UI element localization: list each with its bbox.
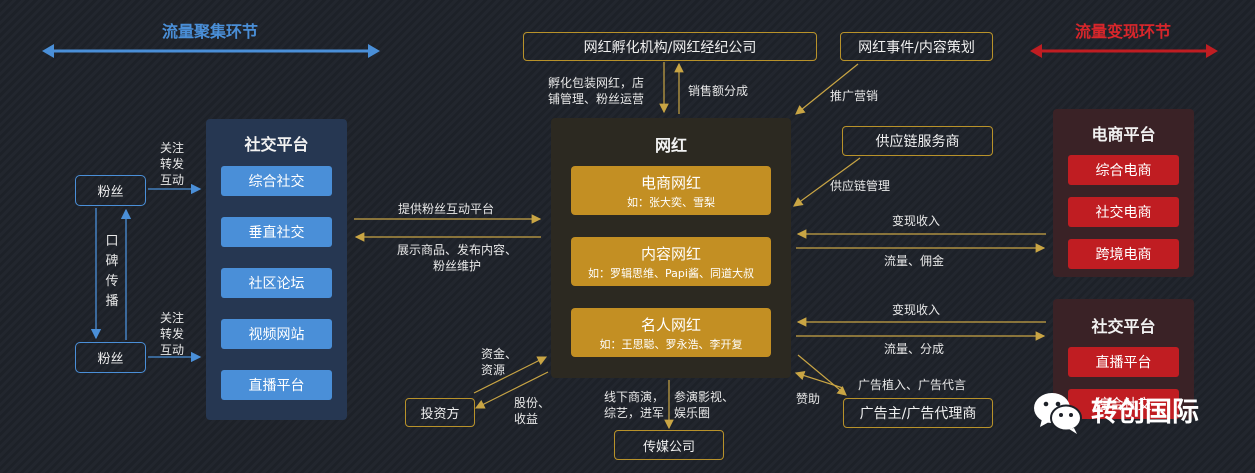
fans-box-bottom: 粉丝	[75, 342, 146, 373]
promotion-label: 推广营销	[830, 89, 879, 103]
ecommerce-income-label: 变现收入	[892, 214, 941, 228]
film-label: 参演影视、娱乐圈	[674, 390, 735, 420]
social-right-income-label: 变现收入	[892, 303, 941, 317]
supply-chain-label: 供应链管理	[830, 179, 891, 193]
wechat-icon	[1032, 388, 1084, 436]
advertiser-box: 广告主/广告代理商	[843, 398, 993, 428]
card-ecommerce-influencer[interactable]: 电商网红如：张大奕、雪梨	[571, 166, 771, 215]
card-content-influencer[interactable]: 内容网红如：罗辑思维、Papi酱、同道大叔	[571, 237, 771, 286]
sponsor-label: 赞助	[796, 392, 821, 406]
fans-action-top: 关注转发互动	[160, 141, 185, 187]
right-double-arrow	[1030, 44, 1218, 58]
brand-name: 转创国际	[1091, 397, 1199, 428]
social-platform-title: 社交平台	[244, 135, 309, 154]
media-company-box: 传媒公司	[614, 430, 724, 460]
fans-action-bottom: 关注转发互动	[160, 311, 185, 357]
social-right-item-live[interactable]: 直播平台	[1068, 347, 1179, 377]
card-celebrity-influencer[interactable]: 名人网红如：王思聪、罗永浩、李开复	[571, 308, 771, 357]
social-right-item-comprehensive[interactable]: 综合社交	[1068, 389, 1179, 419]
social-item-live[interactable]: 直播平台	[221, 370, 332, 400]
social-item-comprehensive[interactable]: 综合社交	[221, 166, 332, 196]
social-right-traffic-label: 流量、分成	[884, 342, 945, 356]
display-content-label: 展示商品、发布内容、粉丝维护	[396, 243, 517, 273]
header-traffic-aggregation: 流量聚集环节	[162, 22, 259, 41]
ecommerce-item-social[interactable]: 社交电商	[1068, 197, 1179, 227]
capital-label: 资金、资源	[481, 347, 518, 377]
social-item-video[interactable]: 视频网站	[221, 319, 332, 349]
influencer-title: 网红	[654, 136, 687, 155]
social-platform-right-title: 社交平台	[1091, 317, 1156, 336]
offline-label: 线下商演，综艺，进军	[604, 390, 665, 420]
ecommerce-item-comprehensive[interactable]: 综合电商	[1068, 155, 1179, 185]
left-double-arrow	[42, 44, 380, 58]
ad-placement-label: 广告植入、广告代言	[858, 378, 967, 392]
ecommerce-platform-title: 电商平台	[1091, 125, 1156, 144]
investor-box: 投资方	[405, 398, 475, 427]
word-of-mouth-label: 口碑传播	[105, 234, 119, 309]
events-box: 网红事件/内容策划	[840, 32, 993, 61]
header-traffic-monetization: 流量变现环节	[1075, 22, 1172, 41]
provide-platform-label: 提供粉丝互动平台	[398, 202, 495, 216]
supply-chain-box: 供应链服务商	[842, 126, 993, 156]
incubate-label: 孵化包装网红，店铺管理、粉丝运营	[548, 76, 645, 106]
ecommerce-traffic-label: 流量、佣金	[884, 254, 945, 268]
agency-box: 网红孵化机构/网红经纪公司	[523, 32, 817, 61]
social-item-forum[interactable]: 社区论坛	[221, 268, 332, 298]
social-item-vertical[interactable]: 垂直社交	[221, 217, 332, 247]
fans-box-top: 粉丝	[75, 175, 146, 206]
equity-label: 股份、收益	[514, 396, 551, 426]
sales-share-label: 销售额分成	[688, 84, 749, 98]
ecommerce-item-crossborder[interactable]: 跨境电商	[1068, 239, 1179, 269]
